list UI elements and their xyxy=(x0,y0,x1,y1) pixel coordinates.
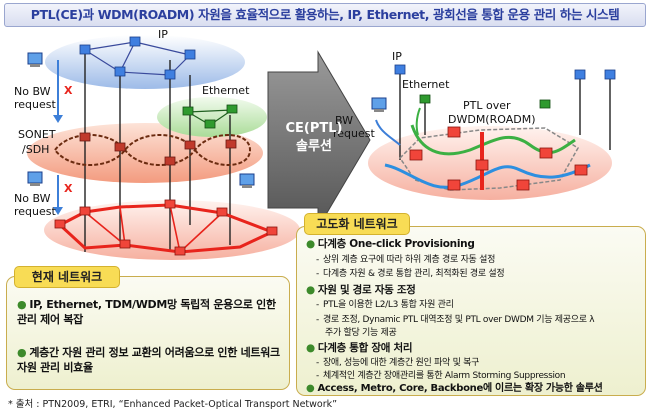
current-network-tab: 현재 네트워크 xyxy=(14,266,120,288)
section-1-item-2: -다계층 자원 & 경로 통합 관리, 최적화된 경로 설정 xyxy=(316,269,505,279)
current-bullet-2: ●계층간 자원 관리 정보 교환의 어려움으로 인한 네트워크 자원 관리 비효… xyxy=(17,345,283,375)
pc-icon xyxy=(371,97,387,112)
section-3-title: ●다계층 통합 장애 처리 xyxy=(306,342,413,354)
section-2-item-2: -경로 조정, Dynamic PTL 대역조정 및 PTL over DWDM… xyxy=(316,315,595,325)
wdm-plane-right xyxy=(368,126,612,200)
pc-icon xyxy=(27,171,43,186)
advanced-network-panel xyxy=(296,226,646,396)
wdm-red-chords-left xyxy=(84,204,223,253)
request-arrowhead-top xyxy=(53,115,63,123)
solution-arrow xyxy=(267,50,371,230)
ip-label-right: IP xyxy=(392,50,402,63)
current-network-panel: ●IP, Ethernet, TDM/WDM망 독립적 운용으로 인한 관리 제… xyxy=(6,276,290,390)
pc-icon xyxy=(239,173,255,188)
advanced-network-tab-label: 고도화 네트워크 xyxy=(316,217,398,231)
ethernet-plane-left xyxy=(157,97,267,137)
current-network-tab-label: 현재 네트워크 xyxy=(31,270,103,284)
solution-arrow-label: CE(PTL) 솔루션 xyxy=(268,120,360,156)
no-bw-request-bottom-line2: request xyxy=(14,205,57,218)
title-banner: PTL(CE)과 WDM(ROADM) 자원을 효율적으로 활용하는, IP, … xyxy=(4,3,646,27)
blue-path xyxy=(384,163,591,189)
bw-request-line1: BW xyxy=(335,114,353,127)
bw-request-arrow xyxy=(375,119,401,146)
request-arrowhead-bottom xyxy=(53,207,63,215)
green-request-arrow xyxy=(415,107,421,136)
section-3-item-2: -체계적인 계층간 장애관리를 통한 Alarm Storming Suppre… xyxy=(316,371,566,381)
no-bw-request-bottom-line1: No BW xyxy=(14,192,51,205)
pc-icon xyxy=(27,52,43,67)
no-bw-request-top-line2: request xyxy=(14,98,57,111)
section-1-item-1: -상위 계층 요구에 따라 하위 계층 경로 자동 설정 xyxy=(316,255,496,265)
roadm-icon xyxy=(409,126,588,191)
current-bullet-2-text: 계층간 자원 관리 정보 교환의 어려움으로 인한 네트워크 자원 관리 비효율 xyxy=(17,346,280,374)
solution-arrow-line2-text: 솔루션 xyxy=(296,139,332,154)
ptl-over-line1: PTL over xyxy=(463,99,511,112)
section-3-item-1: -장애, 성능에 대한 계층간 원인 파악 및 복구 xyxy=(316,358,480,368)
bw-request-line2: request xyxy=(333,127,376,140)
bullet-dot-icon: ● xyxy=(17,346,27,359)
ip-label-left: IP xyxy=(158,28,168,41)
roadm-icon xyxy=(54,199,278,256)
ip-plane-left xyxy=(45,35,245,89)
title-text: PTL(CE)과 WDM(ROADM) 자원을 효율적으로 활용하는, IP, … xyxy=(30,7,620,22)
sonet-label-line1: SONET xyxy=(18,128,56,141)
vertical-links-left xyxy=(84,50,231,252)
x-mark-bottom: X xyxy=(64,182,73,195)
bullet-dot-icon: ● xyxy=(17,298,27,311)
sonet-label-line2: /SDH xyxy=(22,143,49,156)
advanced-network-tab: 고도화 네트워크 xyxy=(304,213,410,235)
bullet-dot-icon: ● xyxy=(306,284,315,296)
ip-router-icon xyxy=(394,64,616,80)
bullet-dot-icon: ● xyxy=(306,383,315,394)
solution-arrow-line1-text: CE(PTL) xyxy=(285,121,343,136)
bullet-dot-icon: ● xyxy=(306,342,315,354)
ethernet-label-right: Ethernet xyxy=(402,78,450,91)
ptl-over-line2: DWDM(ROADM) xyxy=(448,113,535,126)
current-bullet-1-text: IP, Ethernet, TDM/WDM망 독립적 운용으로 인한 관리 제어… xyxy=(17,298,276,326)
section-2-title: ●자원 및 경로 자동 조정 xyxy=(306,284,416,296)
source-note: * 출처 : PTN2009, ETRI, “Enhanced Packet-O… xyxy=(8,399,338,410)
green-path xyxy=(410,124,576,156)
section-1-title: ●다계층 One-click Provisioning xyxy=(306,238,475,250)
ethernet-switch-icon xyxy=(419,94,551,109)
section-2-item-3: 주가 할당 기능 제공 xyxy=(325,328,397,338)
section-2-item-1: -PTL을 이용한 L2/L3 통합 자원 관리 xyxy=(316,300,454,310)
current-bullet-1: ●IP, Ethernet, TDM/WDM망 독립적 운용으로 인한 관리 제… xyxy=(17,297,283,327)
x-mark-top: X xyxy=(64,84,73,97)
sonet-adm-icon xyxy=(79,132,237,166)
no-bw-request-top-line1: No BW xyxy=(14,85,51,98)
ethernet-label-left: Ethernet xyxy=(202,84,250,97)
section-4-title: ●Access, Metro, Core, Backbone에 이르는 확장 가… xyxy=(306,383,603,394)
ip-router-icon xyxy=(79,36,196,80)
bullet-dot-icon: ● xyxy=(306,238,315,250)
ethernet-switch-icon xyxy=(182,104,238,129)
